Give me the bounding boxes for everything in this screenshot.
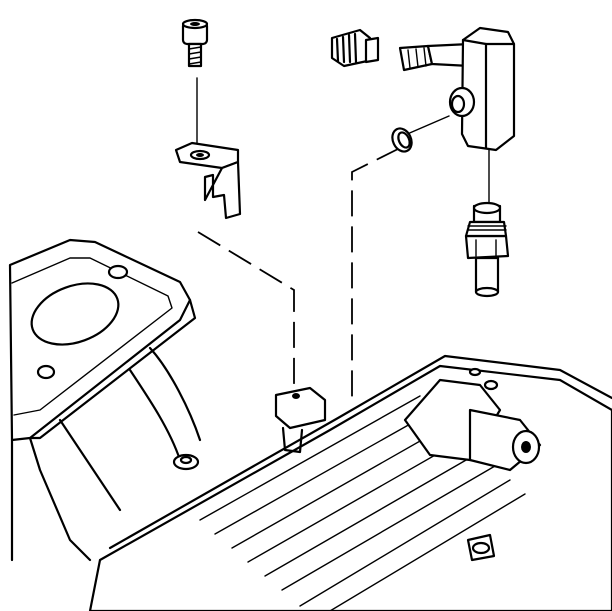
leader-lines — [196, 77, 490, 398]
bolt — [181, 18, 209, 68]
sensor — [464, 201, 510, 298]
washer — [391, 127, 413, 153]
intake-manifold — [8, 238, 202, 562]
manifold-plenum — [88, 354, 612, 611]
connector-block — [448, 26, 516, 152]
bracket — [174, 141, 242, 220]
fitting — [330, 28, 472, 72]
